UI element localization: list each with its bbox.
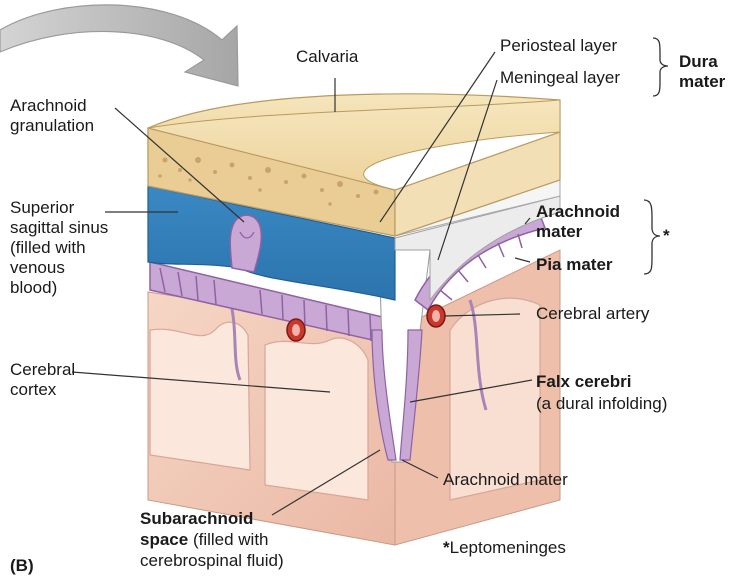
subarachnoid-note-1: (filled with [193, 530, 269, 549]
pia-mater-label: Pia mater [536, 255, 613, 275]
footnote-star: * [443, 538, 450, 557]
panel-label: (B) [10, 556, 34, 576]
falx-cerebri-note: (a dural infolding) [536, 394, 667, 414]
superior-sagittal-sinus-label: Superior sagittal sinus (filled with ven… [10, 198, 110, 298]
calvaria-label: Calvaria [296, 47, 358, 67]
footnote-text: Leptomeninges [450, 538, 566, 557]
arachnoid-mater-top-label: Arachnoid mater [536, 202, 636, 242]
cerebral-cortex-label: Cerebral cortex [10, 360, 90, 400]
leptomeninges-footnote: *Leptomeninges [443, 538, 566, 558]
periosteal-layer-label: Periosteal layer [500, 36, 617, 56]
arachnoid-mater-bottom-label: Arachnoid mater [443, 470, 568, 490]
subarachnoid-space-label: Subarachnoid space (filled with cerebros… [140, 508, 284, 571]
arachnoid-granulation-label: Arachnoid granulation [10, 96, 130, 136]
curved-arrow-icon [0, 5, 238, 86]
leptomeninges-marker: * [663, 226, 670, 246]
dura-brace [653, 38, 668, 96]
meningeal-layer-label: Meningeal layer [500, 68, 620, 88]
space-bold: space [140, 530, 188, 549]
falx-cerebri-label: Falx cerebri [536, 372, 631, 392]
leptomeninges-brace [644, 200, 660, 274]
subarachnoid-bold: Subarachnoid [140, 508, 284, 529]
dura-mater-label: Dura mater [679, 52, 739, 92]
subarachnoid-note-2: cerebrospinal fluid) [140, 550, 284, 571]
cerebral-artery-label: Cerebral artery [536, 304, 649, 324]
subarachnoid-line2: space (filled with [140, 529, 284, 550]
